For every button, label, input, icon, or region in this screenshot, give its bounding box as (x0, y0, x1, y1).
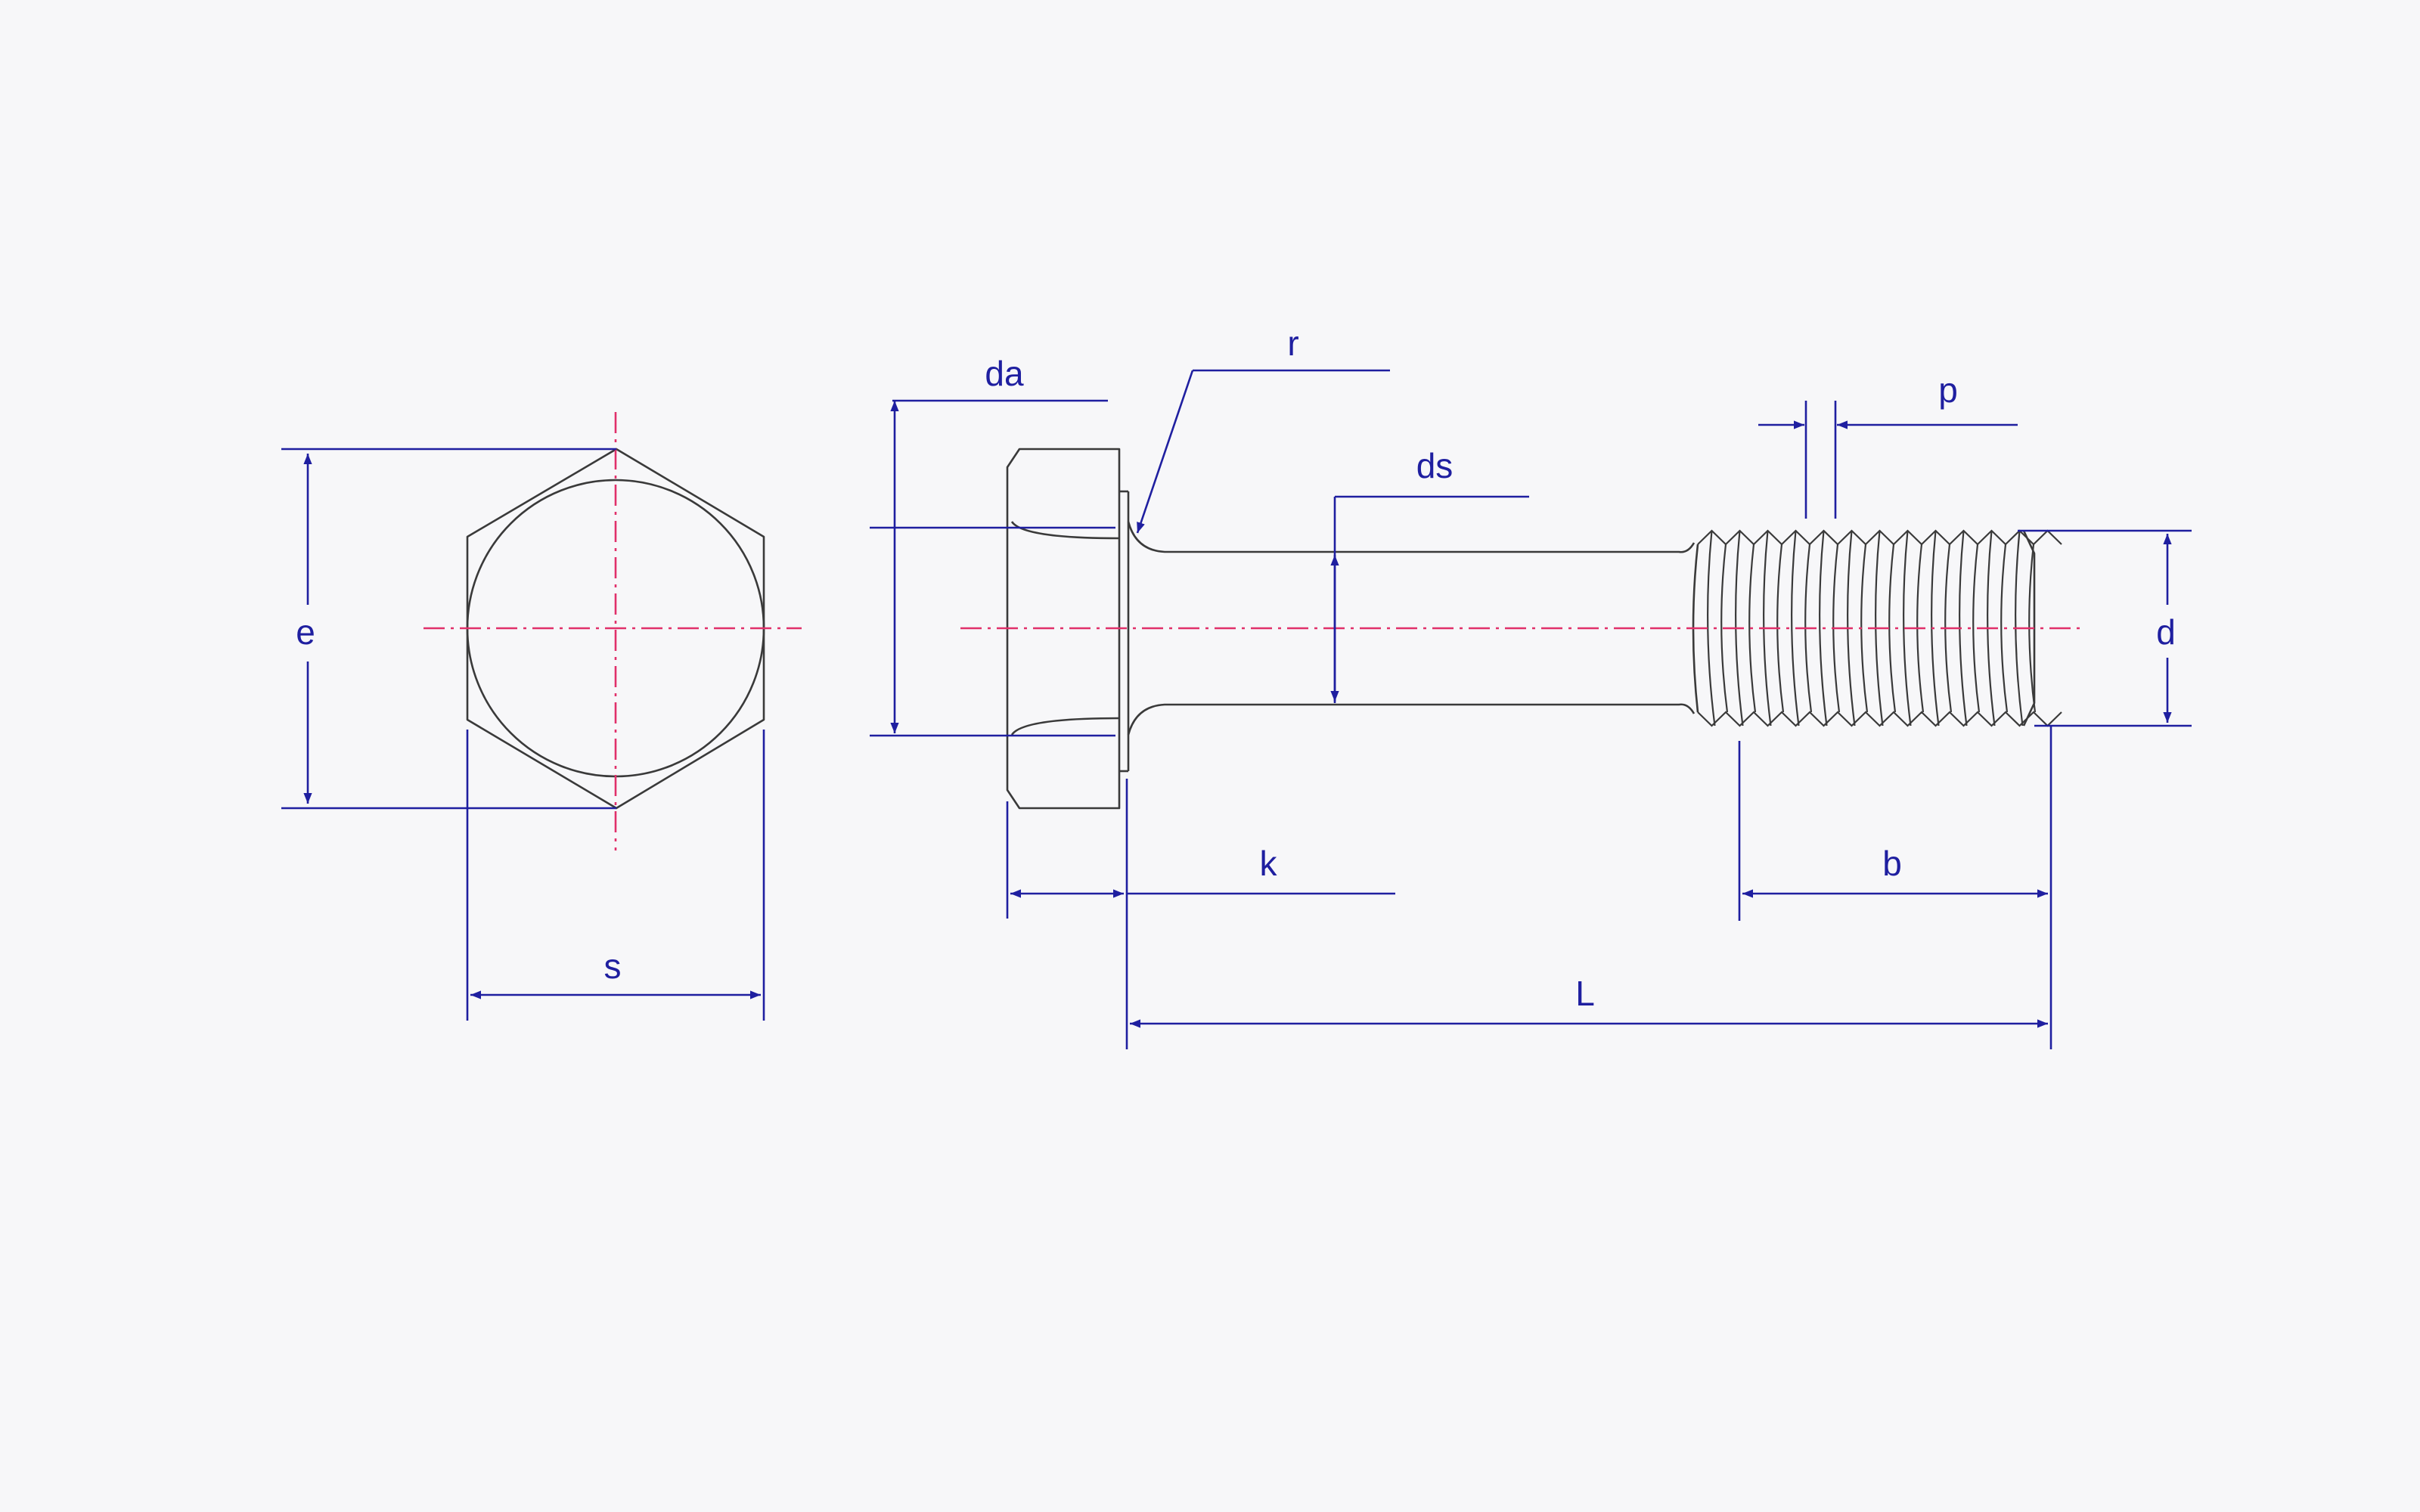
bolt-side-view (960, 448, 2080, 810)
dimension-b: b (1738, 726, 2052, 1049)
dimension-e: e (281, 448, 616, 810)
bolt-threads (1692, 529, 2062, 727)
bolt-head (1006, 448, 1121, 810)
label-p: p (1938, 370, 1958, 410)
bolt-shank (1127, 521, 1696, 553)
label-s: s (604, 947, 622, 986)
dimension-p: p (1758, 370, 2018, 519)
dimension-L: L (1130, 974, 2048, 1028)
label-da: da (985, 354, 1024, 393)
label-e: e (296, 612, 315, 652)
label-b: b (1882, 844, 1902, 883)
dimension-ds: ds (1330, 446, 1529, 703)
label-d: d (2156, 612, 2176, 652)
dimension-d: d (2018, 529, 2192, 727)
label-L: L (1575, 974, 1595, 1013)
label-k: k (1260, 844, 1278, 883)
dimension-s: s (466, 730, 765, 1021)
dimension-k: k (1006, 779, 1395, 1049)
label-r: r (1287, 324, 1298, 363)
hex-end-view (424, 412, 802, 850)
label-ds: ds (1416, 446, 1454, 485)
leader-r: r (1136, 324, 1390, 534)
dimension-da: da (870, 354, 1115, 737)
